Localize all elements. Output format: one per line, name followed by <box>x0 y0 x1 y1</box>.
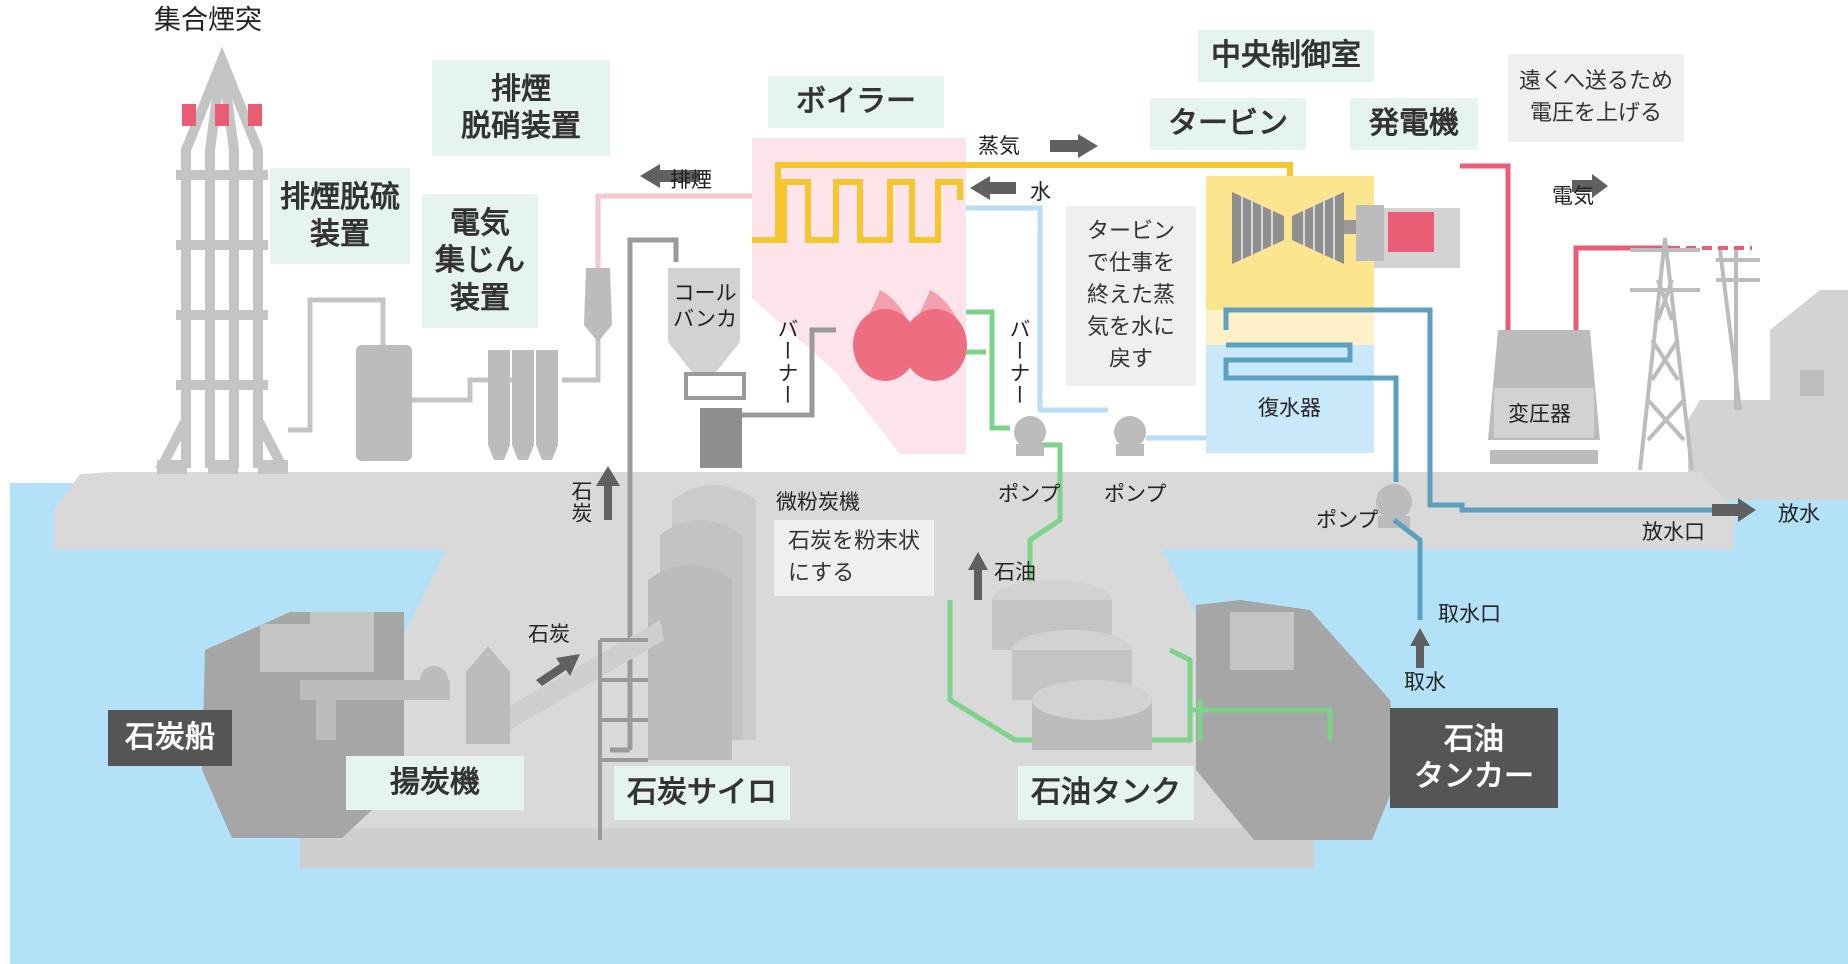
pulverizer-note: 石炭を粉末状 にする <box>774 520 934 596</box>
discharge-label: 放水 <box>1778 502 1820 526</box>
control-room-label: 中央制御室 <box>1198 30 1374 82</box>
exhaust-duct <box>595 193 752 268</box>
transformer-label: 変圧器 <box>1508 402 1571 426</box>
background-building <box>1688 290 1848 500</box>
feedwater-pipe <box>966 205 1210 441</box>
coal-up-label: 石炭 <box>569 480 593 524</box>
pump <box>1014 416 1412 528</box>
steam-label: 蒸気 <box>978 134 1020 158</box>
oil-tanker <box>1196 600 1400 840</box>
pier-lower-edge <box>300 828 1314 868</box>
transmission-tower <box>1630 237 1760 471</box>
coal-conveyor-label: 石炭 <box>528 622 570 646</box>
cooling-water-pipe <box>1223 307 1740 620</box>
oil-tank <box>992 580 1152 750</box>
flow-arrows <box>536 134 1756 686</box>
coal-bunker <box>668 268 746 468</box>
conveyor <box>502 620 664 730</box>
outlet-label: 放水口 <box>1642 520 1705 544</box>
desulfurization-label: 排煙脱硫 装置 <box>270 168 410 264</box>
transmit-note: 遠くへ送るため 電圧を上げる <box>1508 54 1684 142</box>
precipitator-unit <box>488 350 558 460</box>
boiler-flame <box>853 290 967 381</box>
transformer <box>1488 330 1600 464</box>
pulverizer-label: 微粉炭機 <box>776 490 860 514</box>
coal-ship-label: 石炭船 <box>108 710 232 766</box>
pump-label-2: ポンプ <box>1104 482 1167 506</box>
desulfurization-unit <box>356 345 412 461</box>
boiler-top-pipe <box>775 162 1293 240</box>
coal-pipe <box>610 237 836 753</box>
water-in-label: 取水 <box>1404 670 1446 694</box>
pump-label-1: ポンプ <box>998 482 1061 506</box>
water-label: 水 <box>1030 180 1051 204</box>
electricity-label: 電気 <box>1552 184 1594 208</box>
oil-label: 石油 <box>994 560 1036 584</box>
precipitator-label: 電気 集じん 装置 <box>422 194 538 328</box>
oil-tank-label: 石油タンク <box>1018 766 1194 820</box>
burner-right-label: バーナー <box>1007 318 1031 406</box>
unloader-label: 揚炭機 <box>346 756 524 810</box>
boiler-label: ボイラー <box>768 76 944 128</box>
coal-unloader <box>300 646 510 744</box>
pier <box>54 472 1734 842</box>
coal-silo-label: 石炭サイロ <box>614 766 790 820</box>
turbine-rotor <box>1232 192 1344 264</box>
oil-tanker-label: 石油 タンカー <box>1390 708 1558 808</box>
coal-bunker-label: コール バンカ <box>672 281 738 332</box>
denitration-unit <box>584 268 612 342</box>
burner-left-label: バーナー <box>775 318 799 406</box>
coal-silo <box>648 485 756 760</box>
turbine-label: タービン <box>1150 98 1306 150</box>
condenser-label: 復水器 <box>1258 396 1321 420</box>
exhaust-label: 排煙 <box>670 168 712 192</box>
turbine-housing <box>1206 176 1374 310</box>
intake-label: 取水口 <box>1438 602 1501 626</box>
steam-coil <box>752 179 963 243</box>
chimney-label: 集合煙突 <box>154 5 262 36</box>
turbine-note: タービン で仕事を 終えた蒸 気を水に 戻す <box>1066 206 1196 386</box>
generator-label: 発電機 <box>1350 98 1478 150</box>
condenser <box>1206 345 1374 453</box>
chimney-band <box>182 104 196 126</box>
pump-label-3: ポンプ <box>1316 508 1379 532</box>
denitration-label: 排煙 脱硝装置 <box>432 60 610 156</box>
